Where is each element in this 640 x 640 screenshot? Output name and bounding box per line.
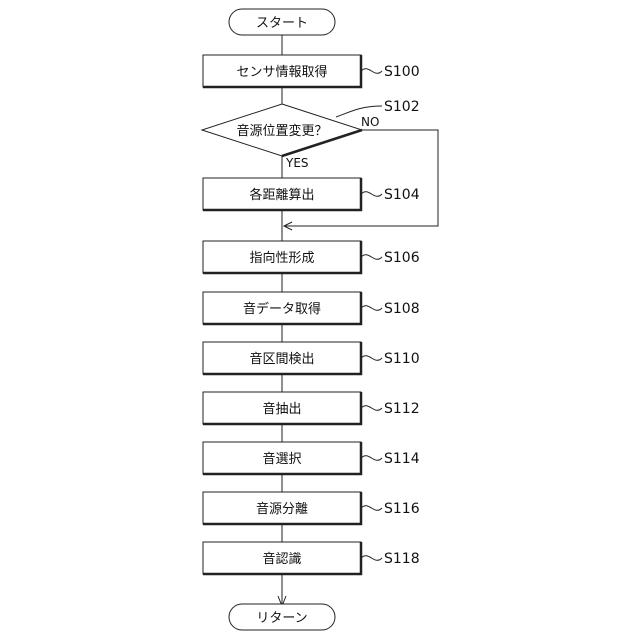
s114-id: S114 <box>384 451 420 467</box>
process-s100: センサ情報取得 S100 <box>203 55 420 87</box>
s118-label: 音認識 <box>262 551 301 567</box>
process-s104: 各距離算出 S104 <box>203 178 420 210</box>
s108-id: S108 <box>384 301 420 317</box>
start-label: スタート <box>256 16 308 31</box>
s106-id: S106 <box>384 250 420 266</box>
s104-id: S104 <box>384 187 420 203</box>
process-s118: 音認識 S118 <box>203 542 420 574</box>
s116-id: S116 <box>384 501 420 517</box>
s110-id: S110 <box>384 351 420 367</box>
end-label: リターン <box>256 611 307 626</box>
s106-label: 指向性形成 <box>249 250 314 266</box>
process-s112: 音抽出 S112 <box>203 392 420 424</box>
s112-id: S112 <box>384 401 420 417</box>
process-s108: 音データ取得 S108 <box>203 292 420 324</box>
s102-yes-label: YES <box>285 156 309 170</box>
s102-label: 音源位置変更？ <box>236 123 327 139</box>
s102-no-label: NO <box>361 115 379 129</box>
decision-s102: 音源位置変更？ S102 NO YES <box>202 99 420 170</box>
s118-id: S118 <box>384 551 420 567</box>
process-s116: 音源分離 S116 <box>203 492 420 524</box>
process-s106: 指向性形成 S106 <box>203 241 420 273</box>
s114-label: 音選択 <box>262 451 301 467</box>
s100-label: センサ情報取得 <box>236 64 327 80</box>
process-s110: 音区間検出 S110 <box>203 342 420 374</box>
s104-label: 各距離算出 <box>249 187 314 203</box>
s112-label: 音抽出 <box>262 401 301 417</box>
s100-id: S100 <box>384 64 420 80</box>
process-s114: 音選択 S114 <box>203 442 420 474</box>
s108-label: 音データ取得 <box>243 301 321 317</box>
s110-label: 音区間検出 <box>249 351 314 367</box>
s102-id: S102 <box>384 99 420 115</box>
s116-label: 音源分離 <box>256 501 308 517</box>
